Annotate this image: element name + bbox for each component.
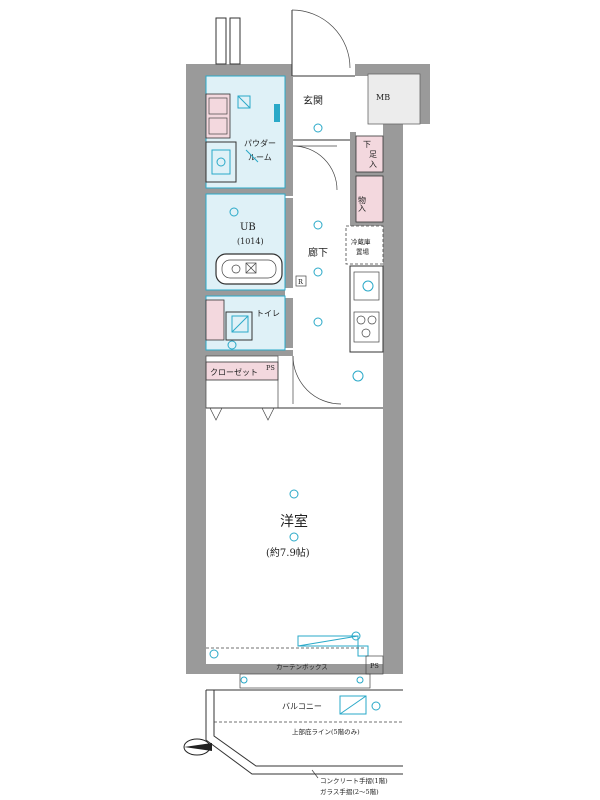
fridge-label-2: 置場 [356, 247, 370, 256]
corridor-label: 廊下 [308, 246, 328, 259]
curtain-box: カーテンボックス PS [206, 647, 384, 675]
compass-icon [183, 738, 212, 756]
toilet-label: トイレ [256, 309, 280, 318]
closet: クローゼット PS [205, 355, 279, 421]
mb-label: MB [376, 93, 390, 102]
balcony-label: バルコニー [282, 702, 322, 711]
storage-label: 物入 [358, 195, 367, 212]
exterior-walls [186, 64, 430, 674]
railing-note-2: ガラス手摺(2～5階) [320, 787, 379, 796]
svg-text:R: R [298, 278, 304, 286]
genkan-label: 玄関 [303, 94, 323, 107]
shoe-storage-label-2: 足 [369, 150, 377, 159]
ub-label: UB [240, 222, 256, 233]
toilet-room: トイレ [205, 295, 286, 351]
powder-room-label-2: ルーム [248, 153, 272, 162]
curtain-box-label: カーテンボックス [276, 663, 328, 671]
ub-size-label: (1014) [237, 237, 264, 246]
ps-bottom-label: PS [370, 662, 379, 670]
powder-room: パウダー ルーム [205, 75, 286, 189]
railing-note-1: コンクリート手摺(1階) [320, 776, 388, 785]
powder-room-label-1: パウダー [244, 138, 276, 148]
ceiling-light-icon [289, 489, 299, 499]
shoe-storage: 下 足 入 [355, 135, 384, 173]
upper-floor-line-label: 上部庇ライン(5階のみ) [292, 727, 360, 736]
closet-label: クローゼット [210, 367, 258, 377]
shoe-storage-label-3: 入 [369, 160, 377, 169]
storage-closet: 物入 [355, 175, 384, 223]
railing-notes: コンクリート手摺(1階) ガラス手摺(2～5階) [311, 769, 388, 796]
balcony: バルコニー 上部庇ライン(5階のみ) [205, 673, 403, 775]
fridge-label-1: 冷蔵庫 [351, 237, 371, 246]
exterior-pillars [215, 17, 241, 65]
ps-top-label: PS [266, 364, 275, 372]
western-room-size: (約7.9帖) [266, 546, 310, 559]
corridor: 廊下 R [292, 123, 342, 405]
western-room-label: 洋室 [280, 513, 308, 530]
shoe-storage-label-1: 下 [363, 140, 371, 149]
meter-box: MB [367, 73, 421, 125]
entry-door [291, 9, 355, 77]
kitchen [349, 265, 384, 382]
unit-bath: UB (1014) [205, 193, 286, 291]
fridge-space: 冷蔵庫 置場 [345, 225, 384, 265]
western-room: 洋室 (約7.9帖) [209, 489, 369, 659]
